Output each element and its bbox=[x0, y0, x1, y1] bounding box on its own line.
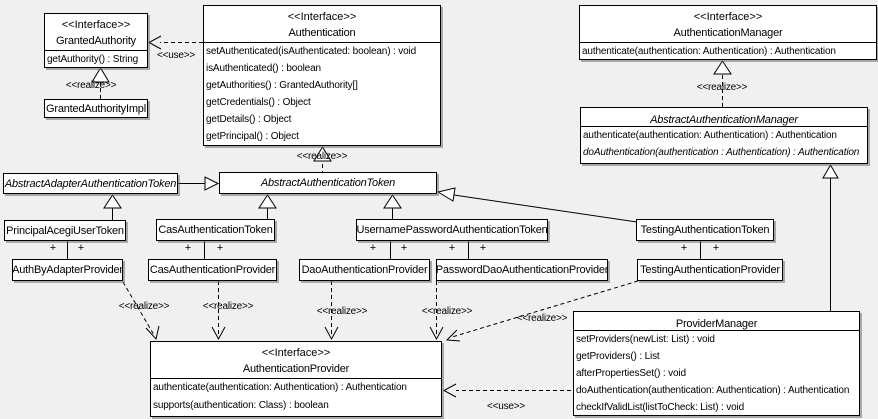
class-name: CasAuthenticationProvider bbox=[149, 264, 276, 276]
method: getPrincipal() : Object bbox=[206, 131, 299, 142]
edge-use-authentication-grantedauthority bbox=[147, 35, 203, 50]
edge-label-use-top: <<use>> bbox=[156, 50, 196, 61]
method: getCredentials() : Object bbox=[206, 97, 311, 108]
class-granted-authority[interactable]: <<Interface>> GrantedAuthority getAuthor… bbox=[44, 13, 148, 68]
class-dao-authentication-provider[interactable]: DaoAuthenticationProvider bbox=[299, 259, 430, 281]
class-name: TestingAuthenticationProvider bbox=[640, 264, 780, 276]
multiplicity-label: + bbox=[216, 242, 224, 254]
method: setAuthenticated(isAuthenticated: boolea… bbox=[206, 46, 417, 57]
method: setProviders(newList: List) : void bbox=[576, 334, 715, 345]
edge-label-realize-authentication: <<realize>> bbox=[296, 151, 348, 162]
class-cas-authentication-provider[interactable]: CasAuthenticationProvider bbox=[148, 259, 277, 281]
stereotype: <<Interface>> bbox=[61, 19, 131, 31]
stereotype: <<Interface>> bbox=[693, 11, 763, 23]
edge-generalization-testingtoken-abstracttoken bbox=[436, 187, 638, 223]
edge-generalization-abstractadaptertoken-abstracttoken bbox=[178, 176, 220, 191]
edge-generalization-usernamepasswordtoken bbox=[383, 194, 402, 219]
edge-label-realize-casprovider: <<realize>> bbox=[202, 301, 254, 312]
class-name: TestingAuthenticationToken bbox=[640, 224, 770, 236]
class-name: GrantedAuthority bbox=[56, 35, 136, 47]
class-provider-manager[interactable]: ProviderManager setProviders(newList: Li… bbox=[573, 311, 860, 416]
edge-label-realize-grantedauthority: <<realize>> bbox=[65, 80, 117, 91]
stereotype: <<Interface>> bbox=[261, 347, 331, 359]
class-name: AbstractAdapterAuthenticationToken bbox=[4, 177, 177, 190]
class-name: AbstractAuthenticationToken bbox=[260, 177, 396, 189]
method: doAuthentication(authentication : Authen… bbox=[583, 147, 860, 158]
edge-label-realize-passworddaoprovider: <<realize>> bbox=[421, 306, 473, 317]
class-name: Authentication bbox=[288, 27, 356, 39]
multiplicity-label: + bbox=[369, 242, 377, 254]
class-name: AuthenticationProvider bbox=[242, 363, 350, 375]
multiplicity-label: + bbox=[49, 242, 57, 254]
class-testing-authentication-token[interactable]: TestingAuthenticationToken bbox=[636, 219, 774, 241]
method: getAuthorities() : GrantedAuthority[] bbox=[206, 80, 358, 91]
class-abstract-adapter-authentication-token[interactable]: AbstractAdapterAuthenticationToken bbox=[3, 173, 178, 194]
method: checkIfValidList(listToCheck: List) : vo… bbox=[576, 402, 745, 413]
class-name: AuthenticationManager bbox=[673, 27, 783, 39]
class-auth-by-adapter-provider[interactable]: AuthByAdapterProvider bbox=[12, 259, 123, 281]
class-testing-authentication-provider[interactable]: TestingAuthenticationProvider bbox=[637, 259, 783, 281]
class-name: PrincipalAcegiUserToken bbox=[6, 224, 124, 237]
edge-generalization-casauthenticationtoken bbox=[258, 194, 277, 219]
edge-generalization-principalacegiusertoken bbox=[103, 194, 122, 220]
method: doAuthentication(authentication: Authent… bbox=[576, 385, 850, 396]
class-name: AuthByAdapterProvider bbox=[12, 264, 123, 276]
method: authenticate(authentication: Authenticat… bbox=[153, 382, 407, 393]
stereotype: <<Interface>> bbox=[287, 11, 357, 23]
class-principal-acegi-user-token[interactable]: PrincipalAcegiUserToken bbox=[4, 220, 126, 241]
class-password-dao-authentication-provider[interactable]: PasswordDaoAuthenticationProvider bbox=[436, 259, 608, 281]
class-name: ProviderManager bbox=[675, 318, 758, 330]
edge-label-realize-daoprovider: <<realize>> bbox=[316, 306, 368, 317]
multiplicity-label: + bbox=[184, 242, 192, 254]
method: authenticate(authentication: Authenticat… bbox=[582, 46, 836, 57]
edge-label-realize-authenticationmanager: <<realize>> bbox=[696, 82, 748, 93]
class-username-password-authentication-token[interactable]: UsernamePasswordAuthenticationToken bbox=[356, 219, 548, 241]
class-granted-authority-impl[interactable]: GrantedAuthorityImpl bbox=[44, 99, 148, 118]
class-name: AbstractAuthenticationManager bbox=[650, 114, 798, 126]
method: afterPropertiesSet() : void bbox=[576, 368, 686, 379]
edge-generalization-providermanager-abstractauthenticationmanager bbox=[822, 163, 839, 311]
method: authenticate(authentication: Authenticat… bbox=[583, 130, 837, 141]
edge-use-providermanager-authenticationprovider bbox=[442, 383, 571, 398]
class-abstract-authentication-manager[interactable]: AbstractAuthenticationManager authentica… bbox=[580, 107, 868, 164]
edge-label-realize-authbyadapter: <<realize>> bbox=[118, 301, 170, 312]
class-authentication[interactable]: <<Interface>> Authentication setAuthenti… bbox=[203, 5, 441, 146]
edge-label-use-bottom: <<use>> bbox=[486, 401, 526, 412]
class-name: DaoAuthenticationProvider bbox=[301, 264, 428, 276]
class-authentication-manager[interactable]: <<Interface>> AuthenticationManager auth… bbox=[579, 5, 877, 60]
class-name: CasAuthenticationToken bbox=[158, 224, 273, 236]
multiplicity-label: + bbox=[448, 242, 456, 254]
method: getDetails() : Object bbox=[206, 114, 292, 125]
multiplicity-label: + bbox=[712, 242, 720, 254]
class-name: GrantedAuthorityImpl bbox=[46, 102, 146, 115]
method: supports(authentication: Class) : boolea… bbox=[153, 400, 329, 411]
class-abstract-authentication-token[interactable]: AbstractAuthenticationToken bbox=[219, 172, 437, 194]
class-name: UsernamePasswordAuthenticationToken bbox=[356, 224, 548, 236]
method: getAuthority() : String bbox=[47, 54, 139, 65]
edge-label-realize-testingprovider: <<realize>> bbox=[516, 313, 568, 324]
multiplicity-label: + bbox=[400, 242, 408, 254]
multiplicity-label: + bbox=[479, 242, 487, 254]
multiplicity-label: + bbox=[680, 242, 688, 254]
class-authentication-provider[interactable]: <<Interface>> AuthenticationProvider aut… bbox=[150, 341, 442, 417]
class-name: PasswordDaoAuthenticationProvider bbox=[436, 264, 608, 276]
multiplicity-label: + bbox=[77, 242, 85, 254]
method: getProviders() : List bbox=[576, 351, 660, 362]
class-cas-authentication-token[interactable]: CasAuthenticationToken bbox=[156, 219, 275, 241]
method: isAuthenticated() : boolean bbox=[206, 63, 321, 74]
